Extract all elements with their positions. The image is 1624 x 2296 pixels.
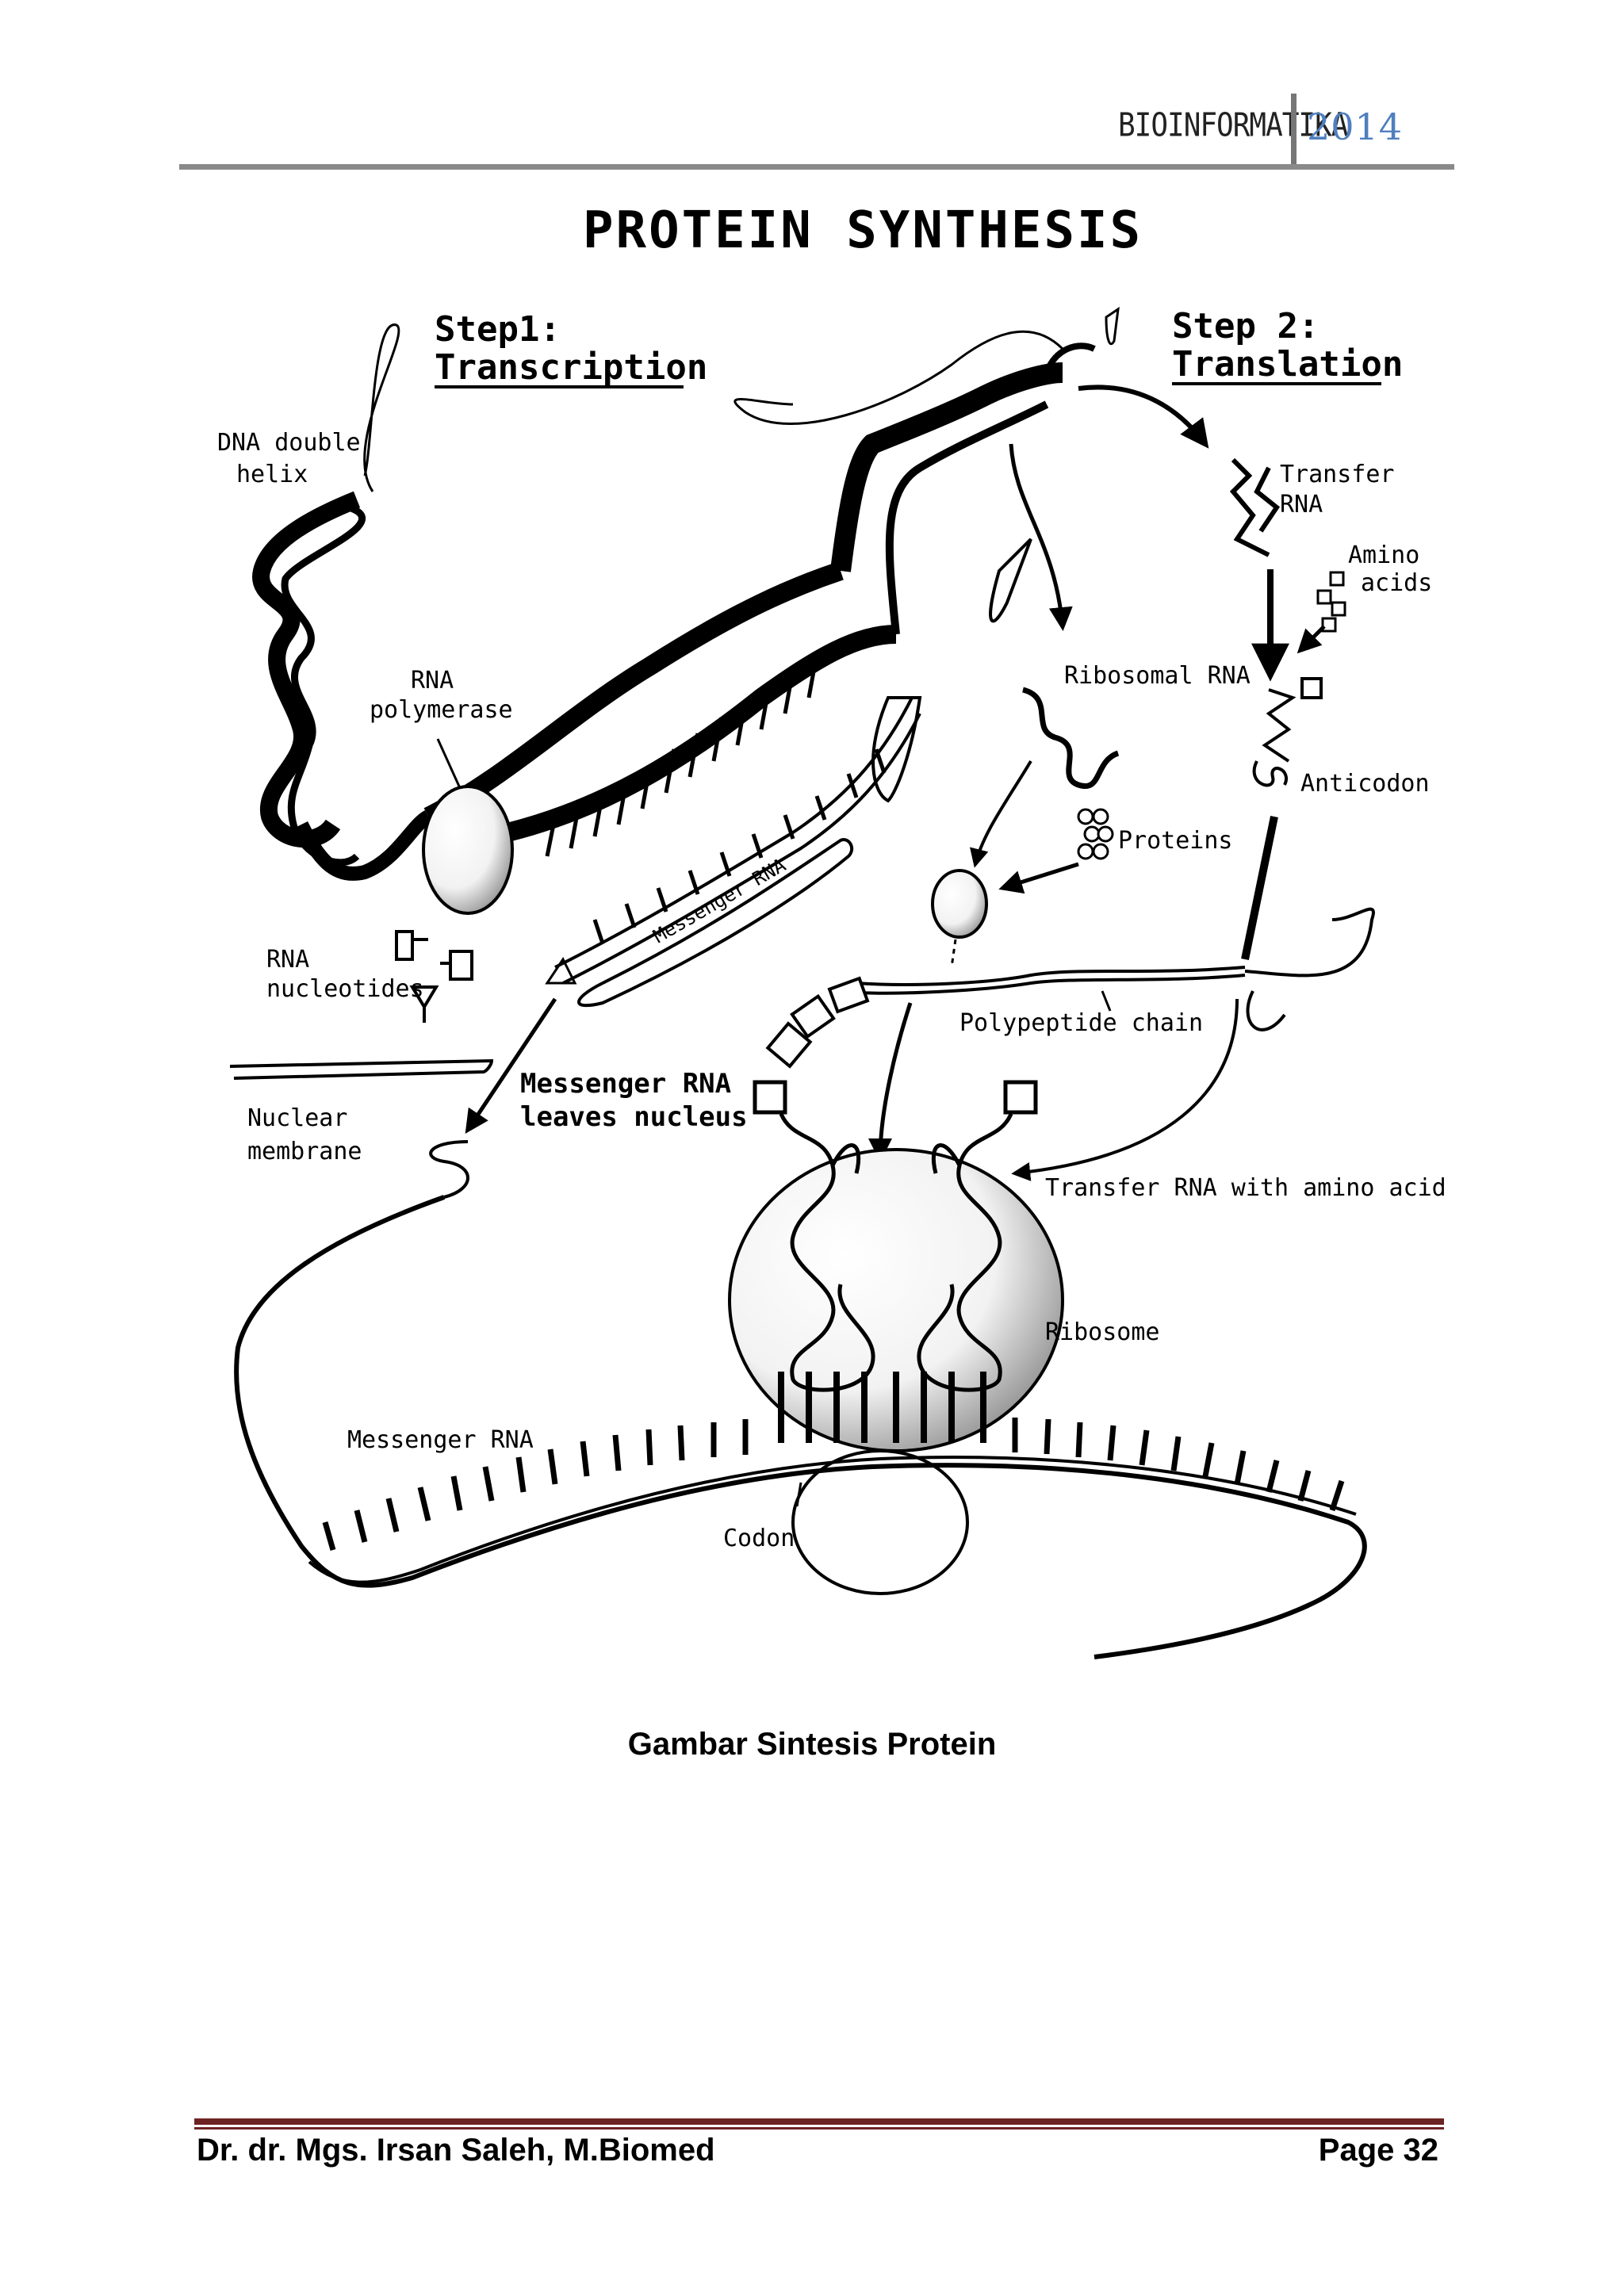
step1-title: Transcription	[435, 347, 707, 388]
proteins-circles	[1077, 808, 1114, 860]
protein-synthesis-diagram: PROTEIN SYNTHESIS Step1: Transcription S…	[217, 201, 1446, 1659]
messenger-rna-label: Messenger RNA	[347, 1426, 534, 1454]
amino-acid-squares	[1316, 571, 1346, 633]
anticodon-teeth	[778, 1372, 986, 1443]
mrna-leaves-label-1: Messenger RNA	[520, 1068, 731, 1100]
transfer-rna-label-1: Transfer	[1280, 461, 1395, 488]
mrna-leaves-label-2: leaves nucleus	[520, 1101, 748, 1133]
messenger-rna-diagonal-label: Messenger RNA	[649, 854, 790, 947]
amino-acids-label-2: acids	[1361, 569, 1432, 597]
nuclear-membrane-label-1: Nuclear	[247, 1104, 347, 1132]
dna-helix-translation-end	[733, 306, 1120, 425]
transfer-rna-icon	[1229, 457, 1281, 557]
messenger-rna-strand	[545, 697, 921, 985]
header-rule	[179, 164, 1454, 170]
amino-acids-label-1: Amino	[1348, 541, 1419, 569]
nuclear-membrane-label-2: membrane	[247, 1138, 362, 1165]
anticodon-trna-icon	[1252, 677, 1323, 787]
footer-rule	[194, 2118, 1444, 2125]
footer-page-number: Page 32	[1318, 2133, 1438, 2168]
dna-label-2: helix	[236, 461, 308, 488]
transcription-bubble	[423, 362, 1063, 857]
footer-rule-thin	[194, 2127, 1444, 2130]
step2-label: Step 2:	[1172, 306, 1319, 346]
dna-label-1: DNA double	[217, 429, 361, 457]
header-separator	[1291, 94, 1297, 166]
figure-caption: Gambar Sintesis Protein	[627, 1727, 997, 1762]
polypeptide-label: Polypeptide chain	[959, 1009, 1203, 1037]
ribosomal-rna-icon	[1021, 687, 1120, 790]
ribosome-bottom-subunit	[791, 1449, 969, 1595]
footer-author: Dr. dr. Mgs. Irsan Saleh, M.Biomed	[197, 2133, 715, 2168]
messenger-rna-long	[234, 1195, 1367, 1659]
transfer-rna-amino-label: Transfer RNA with amino acid	[1045, 1174, 1446, 1202]
rna-polymerase	[422, 785, 514, 915]
step1-label: Step1:	[435, 309, 561, 350]
rna-nucleotides-icons	[395, 930, 473, 1023]
codon-teeth	[322, 1418, 1345, 1551]
nuclear-membrane	[229, 538, 1032, 1199]
polypeptide-blocks	[765, 976, 870, 1069]
proteins-label: Proteins	[1118, 827, 1233, 855]
running-header-year: 2014	[1307, 105, 1404, 148]
rna-polymerase-label-1: RNA	[411, 667, 454, 695]
rna-polymerase-label-2: polymerase	[370, 696, 513, 724]
ribosome-small-subunit	[931, 869, 988, 939]
rna-nucleotides-label-1: RNA	[266, 946, 309, 974]
ribosome-label: Ribosome	[1045, 1318, 1160, 1346]
trna-pair-in-ribosome	[753, 1080, 1038, 1392]
step2-title: Translation	[1172, 344, 1403, 385]
codon-label: Codon	[723, 1525, 795, 1552]
ribosomal-rna-label: Ribosomal RNA	[1064, 662, 1251, 690]
transfer-rna-label-2: RNA	[1280, 491, 1323, 519]
diagram-title: PROTEIN SYNTHESIS	[583, 201, 1143, 260]
rna-nucleotides-label-2: nucleotides	[266, 975, 424, 1003]
polypeptide-chain	[856, 907, 1375, 1031]
running-header-title: BIOINFORMATIKA	[1118, 106, 1348, 145]
anticodon-label: Anticodon	[1300, 770, 1430, 798]
dna-double-helix	[252, 323, 432, 881]
